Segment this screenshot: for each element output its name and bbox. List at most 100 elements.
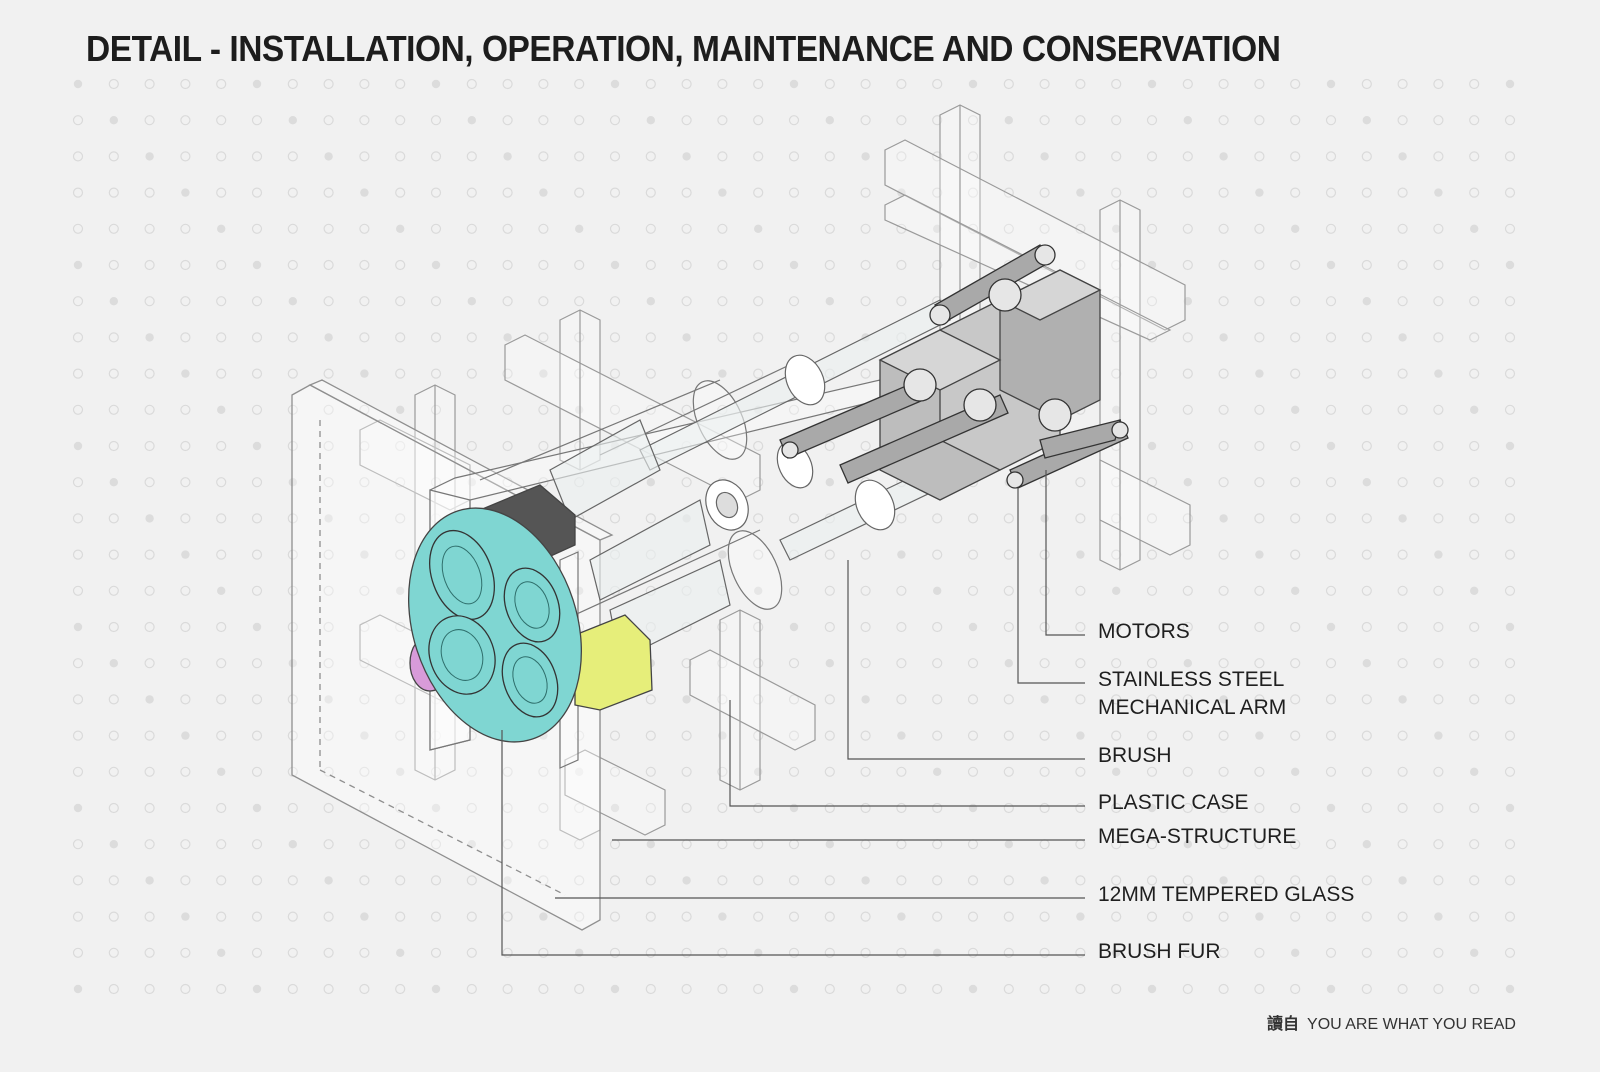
grid-dot bbox=[1112, 224, 1121, 233]
grid-dot bbox=[681, 947, 692, 958]
grid-dot bbox=[1111, 513, 1122, 524]
grid-dot bbox=[1433, 875, 1444, 886]
grid-dot bbox=[1004, 116, 1013, 125]
grid-dot bbox=[538, 151, 549, 162]
grid-dot bbox=[1003, 513, 1014, 524]
grid-dot bbox=[967, 911, 979, 922]
grid-dot bbox=[933, 224, 942, 233]
grid-dot bbox=[609, 730, 621, 741]
brush-fur-cyan-head bbox=[428, 615, 496, 695]
grid-dot bbox=[753, 694, 764, 705]
grid-dot bbox=[502, 296, 513, 307]
grid-dot bbox=[1219, 695, 1228, 704]
grid-dot bbox=[180, 115, 191, 126]
grid-dot bbox=[395, 549, 406, 560]
grid-dot bbox=[932, 911, 943, 922]
grid-dot bbox=[466, 404, 477, 415]
grid-dot bbox=[1255, 912, 1264, 921]
grid-dot bbox=[72, 513, 84, 524]
grid-dot bbox=[251, 911, 263, 922]
grid-dot bbox=[1182, 549, 1193, 560]
grid-dot bbox=[1111, 658, 1122, 669]
grid-dot bbox=[896, 151, 907, 162]
grid-dot bbox=[1397, 259, 1408, 271]
grid-dot bbox=[1361, 332, 1372, 343]
grid-dot bbox=[1218, 259, 1229, 271]
grid-dot bbox=[1397, 549, 1408, 560]
grid-dot bbox=[396, 948, 405, 957]
grid-dot bbox=[896, 223, 907, 234]
grid-dot bbox=[753, 296, 764, 307]
grid-dot bbox=[1111, 549, 1122, 560]
grid-dot bbox=[467, 116, 476, 125]
grid-dot bbox=[251, 513, 263, 524]
grid-dot bbox=[1075, 585, 1086, 596]
grid-dot bbox=[1146, 947, 1158, 958]
grid-dot bbox=[466, 78, 477, 90]
grid-dot bbox=[1003, 621, 1014, 633]
grid-dot bbox=[1076, 912, 1085, 921]
grid-dot bbox=[73, 79, 83, 89]
grid-dot bbox=[1039, 766, 1050, 777]
grid-dot bbox=[1218, 766, 1229, 777]
grid-dot bbox=[1039, 947, 1050, 958]
grid-dot bbox=[1469, 296, 1480, 307]
grid-dot bbox=[824, 223, 835, 234]
grid-dot bbox=[73, 622, 83, 632]
grid-dot bbox=[287, 368, 298, 379]
grid-dot bbox=[645, 875, 656, 886]
grid-dot bbox=[217, 948, 226, 957]
grid-dot bbox=[430, 694, 442, 705]
grid-dot bbox=[108, 223, 119, 234]
grid-dot bbox=[360, 550, 369, 559]
grid-dot bbox=[181, 188, 190, 197]
grid-dot bbox=[1290, 78, 1301, 90]
grid-dot bbox=[1361, 151, 1372, 162]
grid-dot bbox=[1291, 767, 1300, 776]
grid-dot bbox=[681, 187, 692, 198]
grid-dot bbox=[788, 151, 800, 162]
grid-dot bbox=[1254, 621, 1265, 633]
grid-dot bbox=[1003, 694, 1014, 705]
grid-dot bbox=[72, 404, 84, 415]
grid-dot bbox=[1075, 983, 1086, 995]
grid-dot bbox=[108, 187, 119, 198]
grid-dot bbox=[287, 983, 298, 995]
grid-dot bbox=[1111, 839, 1122, 850]
grid-dot bbox=[1039, 730, 1050, 741]
grid-dot bbox=[1218, 839, 1229, 850]
grid-dot bbox=[1111, 621, 1122, 633]
grid-dot bbox=[825, 840, 834, 849]
grid-dot bbox=[1218, 368, 1229, 379]
grid-dot bbox=[1361, 549, 1372, 560]
grid-dot bbox=[180, 477, 191, 488]
grid-dot bbox=[466, 802, 477, 814]
grid-dot bbox=[72, 875, 84, 886]
grid-dot bbox=[967, 549, 979, 560]
grid-dot bbox=[932, 658, 943, 669]
grid-dot bbox=[967, 513, 979, 524]
grid-dot bbox=[287, 513, 298, 524]
grid-dot bbox=[825, 659, 834, 668]
grid-dot bbox=[860, 368, 871, 379]
grid-dot bbox=[1111, 477, 1122, 488]
grid-dot bbox=[682, 876, 691, 885]
grid-dot bbox=[1470, 224, 1479, 233]
grid-dot bbox=[252, 803, 262, 813]
grid-dot bbox=[502, 911, 513, 922]
grid-dot bbox=[860, 223, 871, 234]
grid-dot bbox=[144, 368, 155, 379]
grid-dot bbox=[359, 513, 370, 524]
grid-dot bbox=[717, 440, 728, 452]
grid-dot bbox=[575, 586, 584, 595]
grid-dot bbox=[1146, 151, 1158, 162]
grid-dot bbox=[967, 658, 979, 669]
grid-dot bbox=[1325, 404, 1337, 415]
grid-dot bbox=[323, 621, 334, 633]
grid-dot bbox=[1361, 585, 1372, 596]
grid-dot bbox=[1397, 947, 1408, 958]
grid-dot bbox=[324, 152, 333, 161]
grid-dot bbox=[72, 115, 84, 126]
grid-dot bbox=[1182, 78, 1193, 90]
grid-dot bbox=[145, 695, 154, 704]
